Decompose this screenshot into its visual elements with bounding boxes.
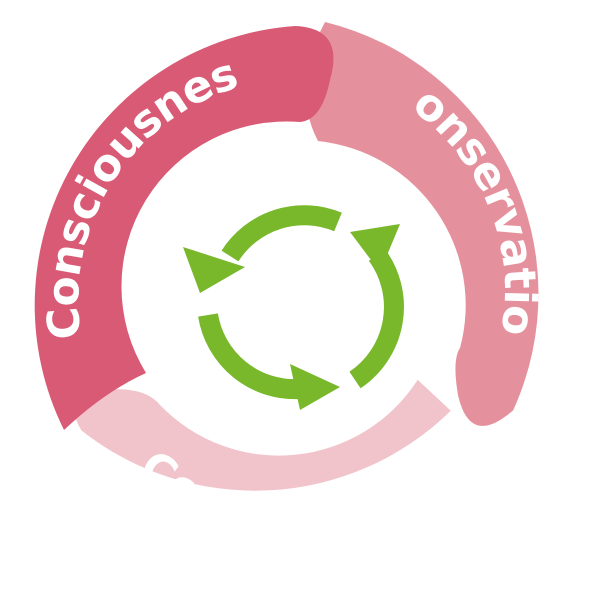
segment-conservation[interactable] — [305, 22, 539, 426]
segment-community[interactable] — [74, 379, 451, 491]
arrow-right — [349, 249, 404, 389]
segment-consciousness[interactable] — [34, 26, 334, 430]
cycle-ring — [34, 22, 539, 491]
arrow-bottom — [198, 313, 301, 400]
arrowhead-right — [350, 224, 400, 272]
arrowhead-top-left — [183, 247, 245, 293]
arrowhead-bottom — [290, 364, 340, 410]
recycle-arrows-icon — [183, 205, 404, 410]
arrow-top-left — [221, 205, 342, 262]
